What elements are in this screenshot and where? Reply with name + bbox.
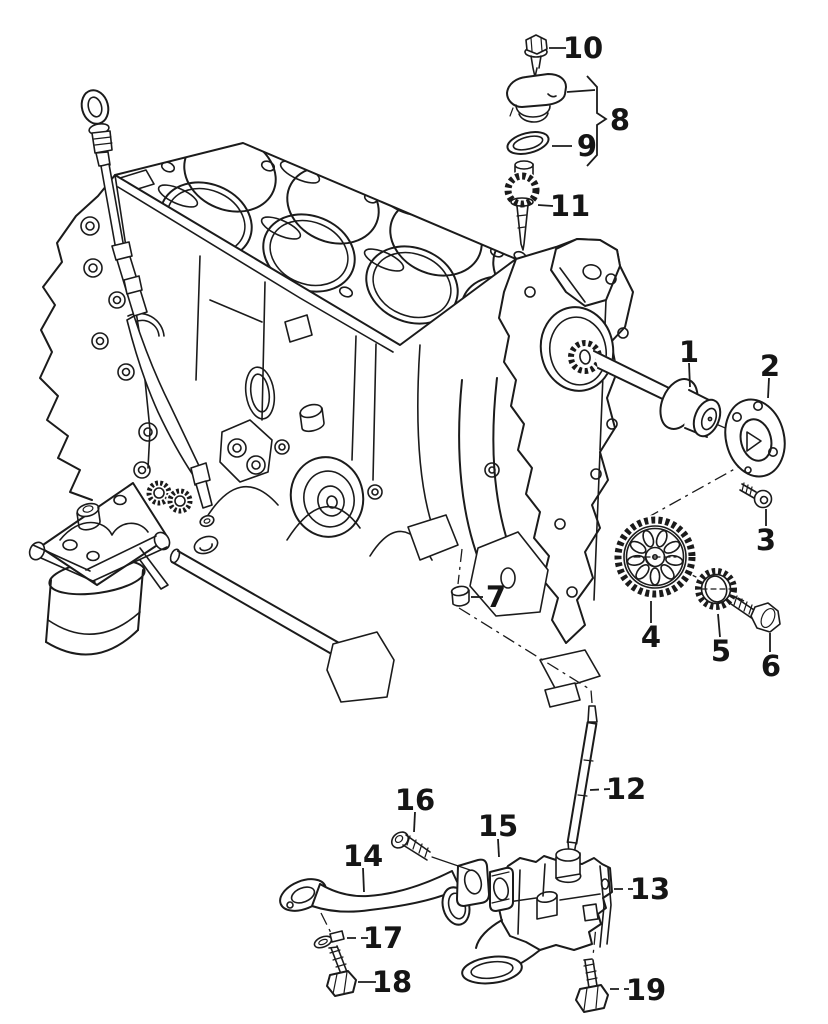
callout-8: 8 [566,75,630,167]
part-suction-pipe [279,870,471,926]
callout-17-label[interactable]: 17 [363,921,403,955]
part-sprocket-large [613,515,697,599]
callout-9-label[interactable]: 9 [577,129,597,163]
callout-8-label[interactable]: 8 [610,103,630,137]
callout-9: 9 [552,129,597,163]
callout-18-label[interactable]: 18 [372,965,412,999]
part-sealing-cap [506,73,567,123]
part-sprocket-small [693,566,739,612]
callout-11: 11 [537,189,590,223]
callout-12: 12 [589,772,646,806]
callout-6-label[interactable]: 6 [761,649,781,683]
callout-7: 7 [471,580,506,614]
callout-11-label[interactable]: 11 [550,189,590,223]
callout-2-label[interactable]: 2 [760,349,780,383]
part-plug [450,585,470,607]
callout-3: 3 [756,509,776,557]
oil-filter-assembly [28,479,194,656]
callout-6: 6 [761,633,781,683]
callout-18: 18 [358,965,412,999]
part-bolt-10 [524,34,548,78]
callout-4-label[interactable]: 4 [641,620,661,654]
callout-19: 19 [610,973,666,1007]
part-sealing-flange [724,398,786,478]
callout-14-label[interactable]: 14 [343,839,383,873]
part-clip [313,930,345,949]
callout-19-label[interactable]: 19 [626,973,666,1007]
callout-7-label[interactable]: 7 [486,580,506,614]
callout-5: 5 [711,613,731,668]
block-left-end [39,174,165,501]
callout-10: 10 [549,31,603,65]
part-bolt-3 [739,482,773,509]
callout-16-label[interactable]: 16 [395,783,435,817]
callout-13-label[interactable]: 13 [630,872,670,906]
dipstick [80,89,215,528]
callout-2: 2 [760,349,780,399]
part-intermediate-shaft [566,338,722,438]
callout-15-label[interactable]: 15 [478,809,518,843]
callout-16: 16 [395,783,435,833]
callout-5-label[interactable]: 5 [711,634,731,668]
callout-1-label[interactable]: 1 [679,335,699,369]
part-oil-pump [461,848,613,985]
block-legs [169,344,549,703]
callouts: 1 2 3 4 5 6 7 8 9 10 11 12 13 14 [343,31,781,1007]
callout-12-label[interactable]: 12 [606,772,646,806]
block-right-end [498,238,634,708]
part-bolt-6 [730,595,781,633]
callout-17: 17 [347,921,403,955]
callout-4: 4 [641,601,661,654]
callout-15: 15 [478,809,518,858]
callout-10-label[interactable]: 10 [563,31,603,65]
part-bolt-18 [326,945,357,997]
part-o-ring [506,131,550,155]
callout-1: 1 [679,335,699,388]
part-bolt-19 [575,958,609,1013]
part-gasket [456,858,514,912]
part-pump-shaft [566,705,598,855]
callout-13: 13 [614,872,670,906]
part-bolt-16 [390,831,471,871]
engine-block-drawing [39,142,634,708]
part-drive-gear [503,160,541,251]
callout-3-label[interactable]: 3 [756,523,776,557]
block-front-face [195,250,527,561]
callout-14: 14 [343,839,383,893]
